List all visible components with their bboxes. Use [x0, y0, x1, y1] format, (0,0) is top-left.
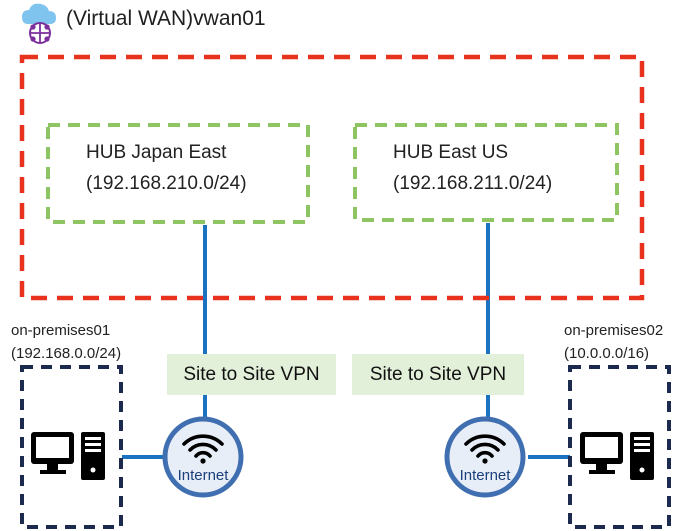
- computer-icon: [580, 432, 654, 480]
- onprem-cidr: (10.0.0.0/16): [564, 345, 650, 362]
- wifi-icon: [182, 434, 224, 464]
- onprem-cidr: (192.168.0.0/24): [11, 345, 122, 362]
- hub-cidr: (192.168.210.0/24): [86, 173, 247, 194]
- onprem01-label: on-premises01 (192.168.0.0/24): [11, 319, 121, 365]
- vpn-label-left: Site to Site VPN: [167, 354, 336, 395]
- internet-node-right: [444, 416, 526, 498]
- vpn-label-right: Site to Site VPN: [352, 354, 524, 395]
- internet-label-right: Internet: [459, 467, 511, 484]
- hub-cidr: (192.168.211.0/24): [393, 173, 553, 194]
- hub-japan-east-box: [46, 123, 310, 224]
- hub-japan-east-label: HUB Japan East (192.168.210.0/24): [86, 137, 247, 199]
- hub-east-us-box: [353, 123, 619, 222]
- onprem-name: on-premises01: [11, 322, 111, 339]
- hub-east-us-label: HUB East US (192.168.211.0/24): [393, 137, 552, 199]
- vwan-title: (Virtual WAN)vwan01: [66, 7, 266, 30]
- virtual-wan-icon: [22, 3, 56, 44]
- wifi-icon: [464, 434, 506, 464]
- hub-name: HUB East US: [393, 142, 509, 163]
- onprem02-label: on-premises02 (10.0.0.0/16): [564, 319, 663, 365]
- hub-name: HUB Japan East: [86, 142, 227, 163]
- onprem-name: on-premises02: [564, 322, 664, 339]
- computer-icon: [31, 432, 105, 480]
- vwan-boundary: [19, 54, 645, 301]
- internet-node-left: [162, 416, 244, 498]
- internet-label-left: Internet: [177, 467, 229, 484]
